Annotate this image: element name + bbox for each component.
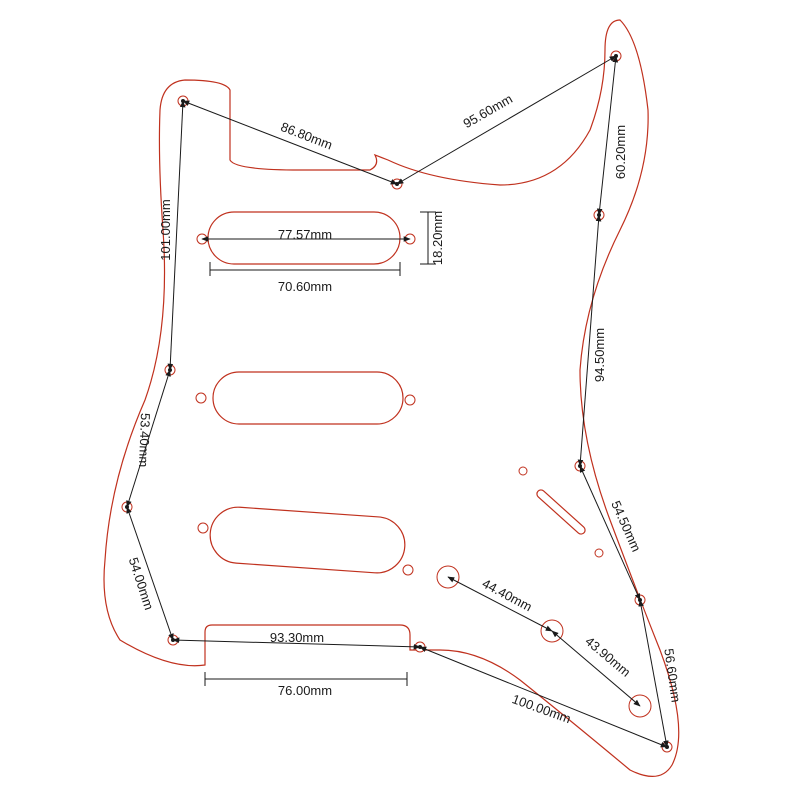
dim-label-left-lower: 53.40mm	[136, 413, 153, 468]
dim-label-horn-vertical: 60.20mm	[613, 125, 628, 179]
pickup-cavity-middle	[212, 371, 404, 425]
dim-label-control-2: 43.90mm	[582, 633, 633, 679]
switch-hole	[518, 466, 528, 476]
dim-label-pickup-length: 70.60mm	[278, 279, 332, 294]
pickup-hole	[197, 522, 209, 534]
dim-label-control-1: 44.40mm	[480, 576, 535, 615]
pickup-hole	[402, 564, 414, 576]
pickup-hole	[404, 394, 416, 406]
pickguard-outline	[103, 19, 680, 777]
dim-label-right-lower: 54.50mm	[608, 498, 644, 554]
dim-label-top-left: 86.80mm	[279, 119, 335, 152]
dim-label-bottom-cutout: 76.00mm	[278, 683, 332, 698]
dim-label-bottom-edge: 93.30mm	[270, 630, 324, 645]
pickup-hole	[195, 392, 207, 404]
dim-label-pickup-height: 18.20mm	[430, 211, 445, 265]
dim-label-left-bottom: 54.00mm	[126, 556, 157, 612]
switch-hole	[594, 548, 604, 558]
dim-label-right-vertical: 94.50mm	[592, 328, 607, 382]
dim-label-left-vertical: 101.00mm	[158, 199, 173, 260]
dim-label-pickup-spacing: 77.57mm	[278, 227, 332, 242]
switch-slot	[536, 489, 586, 535]
dimension-lines	[126, 55, 669, 748]
dim-label-top-right: 95.60mm	[461, 91, 515, 131]
dim-label-right-bottom: 56.60mm	[661, 647, 683, 703]
pickup-cavity-bridge	[209, 506, 406, 574]
